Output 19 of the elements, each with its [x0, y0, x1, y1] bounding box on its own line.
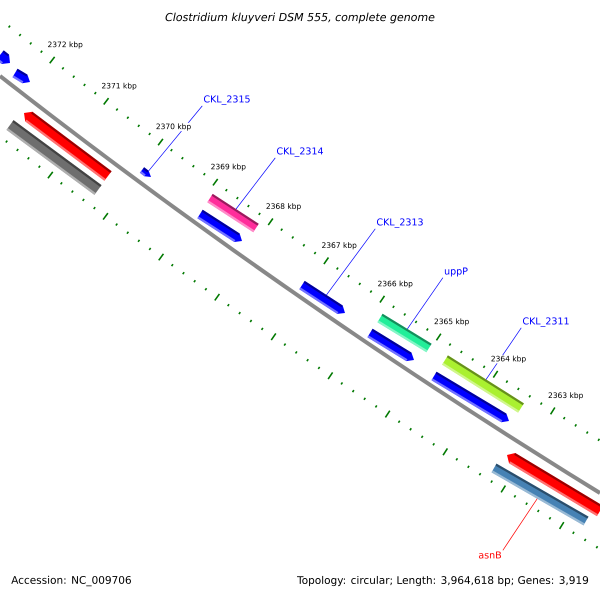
title: Clostridium kluyveri DSM 555, complete genome: [166, 12, 434, 24]
footer-text: Accession: NC_009706: [11, 576, 131, 586]
gene-label: asnB: [478, 551, 501, 559]
leader-line: [148, 106, 203, 172]
gene-label: CKL_2313: [377, 218, 423, 228]
footer-text: Topology: circular; Length: 3,964,618 bp; Genes: 3,919: [297, 576, 588, 586]
leader-line: [326, 228, 376, 296]
gene-bar: [377, 314, 432, 352]
gene-arrow: [299, 280, 345, 314]
leader-line: [407, 277, 444, 330]
gene-label: uppP: [444, 268, 468, 276]
leader-line: [236, 158, 276, 210]
gene-label: CKL_2315: [204, 95, 250, 105]
gene-arrow: [140, 167, 151, 177]
gene-bar: [207, 194, 259, 232]
gene-label: CKL_2314: [277, 147, 323, 157]
leader-line: [502, 498, 538, 551]
gene-label: CKL_2311: [523, 317, 569, 327]
gene-bar: [492, 464, 588, 526]
